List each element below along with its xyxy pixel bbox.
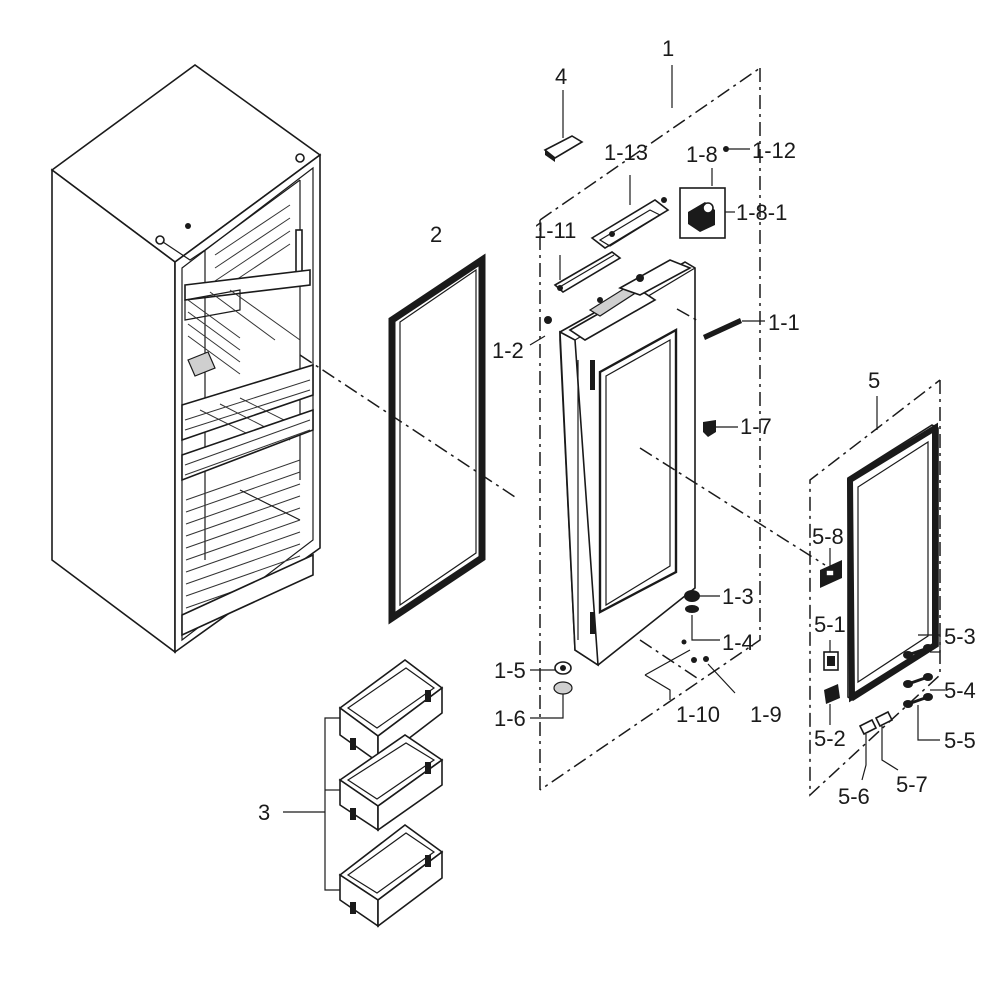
door-bins	[283, 659, 444, 928]
inner-door-panel	[820, 396, 945, 781]
label-5-4: 5-4	[944, 678, 976, 703]
label-1-5: 1-5	[494, 658, 526, 683]
part-labels: 1 1-1 1-2 1-3 1-4 1-5 1-6 1-7 1-8 1-8-1 …	[258, 36, 976, 825]
label-1-7: 1-7	[740, 414, 772, 439]
refrigerator-cabinet	[50, 64, 322, 654]
label-5-5: 5-5	[944, 728, 976, 753]
label-1-3: 1-3	[722, 584, 754, 609]
label-1-13: 1-13	[604, 140, 648, 165]
label-1-10: 1-10	[676, 702, 720, 727]
label-1-8-1: 1-8-1	[736, 200, 787, 225]
label-5-2: 5-2	[814, 726, 846, 751]
label-5-6: 5-6	[838, 784, 870, 809]
label-1-9: 1-9	[750, 702, 782, 727]
label-5-8: 5-8	[812, 524, 844, 549]
label-1: 1	[662, 36, 674, 61]
label-1-6: 1-6	[494, 706, 526, 731]
label-5-3: 5-3	[944, 624, 976, 649]
hinge-cover	[543, 90, 584, 162]
label-1-1: 1-1	[768, 310, 800, 335]
label-1-8: 1-8	[686, 142, 718, 167]
label-1-4: 1-4	[722, 630, 754, 655]
door-assembly	[529, 65, 765, 719]
label-3: 3	[258, 800, 270, 825]
label-1-11: 1-11	[534, 218, 576, 243]
label-5-7: 5-7	[896, 772, 928, 797]
label-4: 4	[555, 64, 567, 89]
label-2: 2	[430, 222, 442, 247]
label-5-1: 5-1	[814, 612, 846, 637]
label-5: 5	[868, 368, 880, 393]
assembly-lines	[299, 67, 941, 797]
label-1-2: 1-2	[492, 338, 524, 363]
door-gasket	[388, 253, 486, 625]
label-1-12: 1-12	[752, 138, 796, 163]
